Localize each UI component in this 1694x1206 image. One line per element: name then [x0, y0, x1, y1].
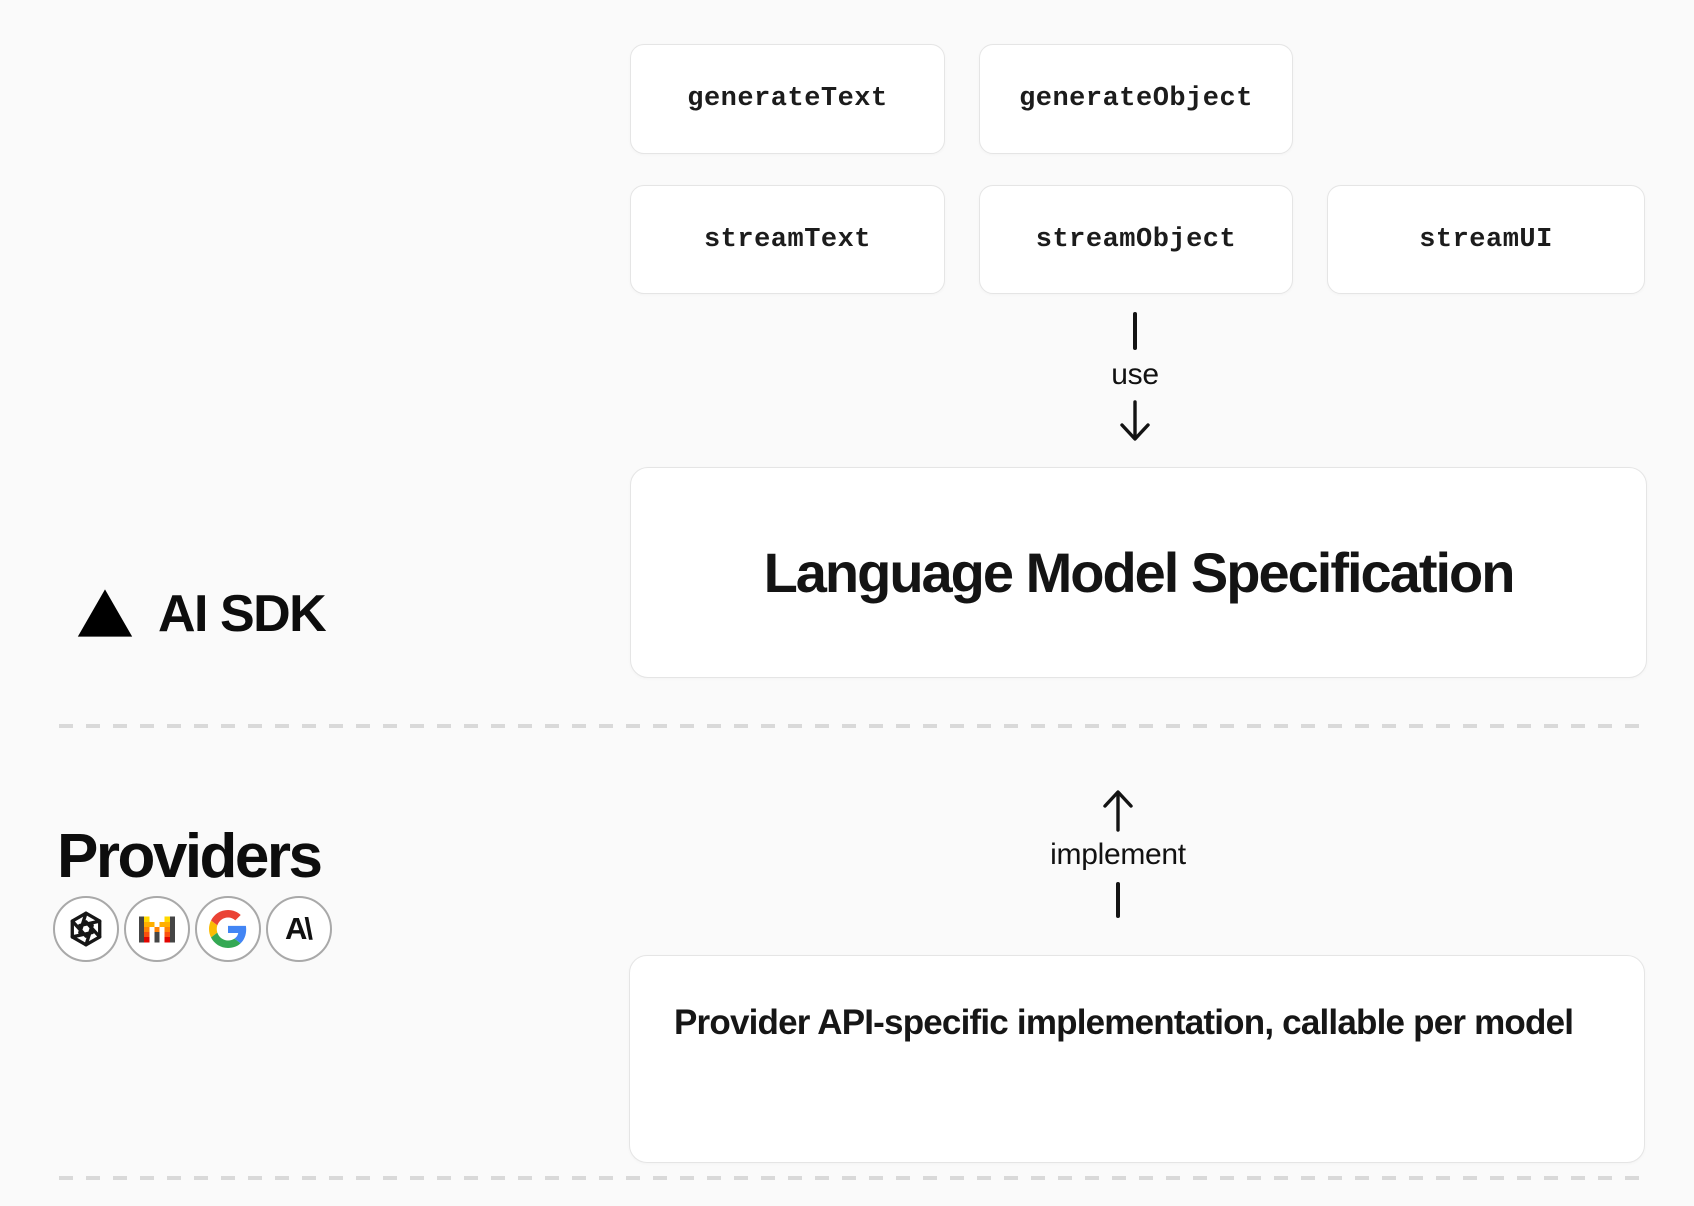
provider-implementation-box: Provider API-specific implementation, ca… — [629, 955, 1645, 1163]
arrow-up-icon — [1103, 790, 1133, 832]
function-box-generate-object: generateObject — [979, 44, 1293, 154]
google-icon — [195, 896, 261, 962]
openai-icon — [53, 896, 119, 962]
ai-sdk-brand-label: AI SDK — [158, 585, 327, 643]
language-model-specification-box: Language Model Specification — [630, 467, 1647, 678]
spec-box-title: Language Model Specification — [763, 541, 1516, 604]
implement-arrow-label: implement — [1050, 838, 1186, 871]
providers-heading: Providers — [57, 822, 323, 891]
arrow-down-icon — [1120, 400, 1150, 441]
ai-sdk-brand: AI SDK — [76, 580, 327, 646]
bottom-divider-dashed — [59, 1176, 1645, 1180]
function-box-label: streamText — [703, 224, 872, 255]
function-box-label: generateObject — [1019, 84, 1253, 114]
function-box-stream-object: streamObject — [979, 185, 1293, 294]
function-box-label: streamUI — [1419, 224, 1553, 255]
function-box-stream-ui: streamUI — [1327, 185, 1645, 294]
anthropic-icon: A\ — [266, 896, 332, 962]
use-arrow-upper-segment — [1133, 312, 1137, 350]
vercel-triangle-icon — [77, 589, 133, 637]
function-box-stream-text: streamText — [630, 185, 945, 294]
provider-implementation-text: Provider API-specific implementation, ca… — [674, 1003, 1574, 1042]
function-box-generate-text: generateText — [630, 44, 945, 154]
anthropic-glyph: A\ — [285, 911, 313, 946]
implement-arrow-lower-segment — [1116, 882, 1120, 918]
section-divider-dashed — [59, 724, 1645, 728]
use-arrow-label: use — [1111, 358, 1159, 391]
function-box-label: generateText — [687, 84, 888, 114]
function-box-label: streamObject — [1035, 224, 1237, 255]
mistral-icon — [124, 896, 190, 962]
provider-icon-row: A\ — [53, 896, 332, 962]
